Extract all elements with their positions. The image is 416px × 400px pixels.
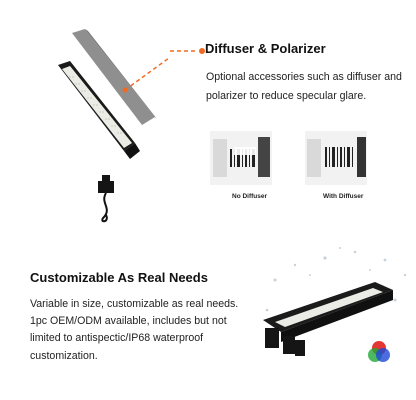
waterproof-led-bar-image	[263, 247, 407, 356]
no-diffuser-caption: No Diffuser	[232, 193, 268, 200]
diffuser-sheet-icon	[72, 29, 155, 125]
rgb-color-dots-icon	[368, 341, 390, 362]
with-diffuser-caption: With Diffuser	[323, 193, 364, 200]
diffuser-section-title: Diffuser & Polarizer	[205, 41, 326, 56]
led-panel	[62, 66, 132, 148]
led-panel	[275, 288, 383, 327]
description-line: limited to antispectic/IP68 waterproof	[30, 332, 204, 345]
barcode-sample-icon	[305, 131, 367, 185]
callout-leader	[170, 48, 205, 54]
description-line: 1pc OEM/ODM available, includes but not	[30, 315, 227, 328]
barcode-sample-icon	[210, 131, 272, 185]
diffuser-description: Optional accessories such as diffuser an…	[206, 71, 402, 102]
description-line: Variable in size, customizable as real n…	[30, 298, 239, 310]
customizable-description: Variable in size, customizable as real n…	[30, 296, 260, 365]
no-diffuser-sample-image	[210, 131, 272, 185]
description-line: customization.	[30, 349, 98, 362]
with-diffuser-sample-image	[305, 131, 367, 185]
led-bar-light-image	[58, 29, 170, 223]
customizable-section-title: Customizable As Real Needs	[30, 270, 208, 285]
cable	[101, 192, 108, 223]
